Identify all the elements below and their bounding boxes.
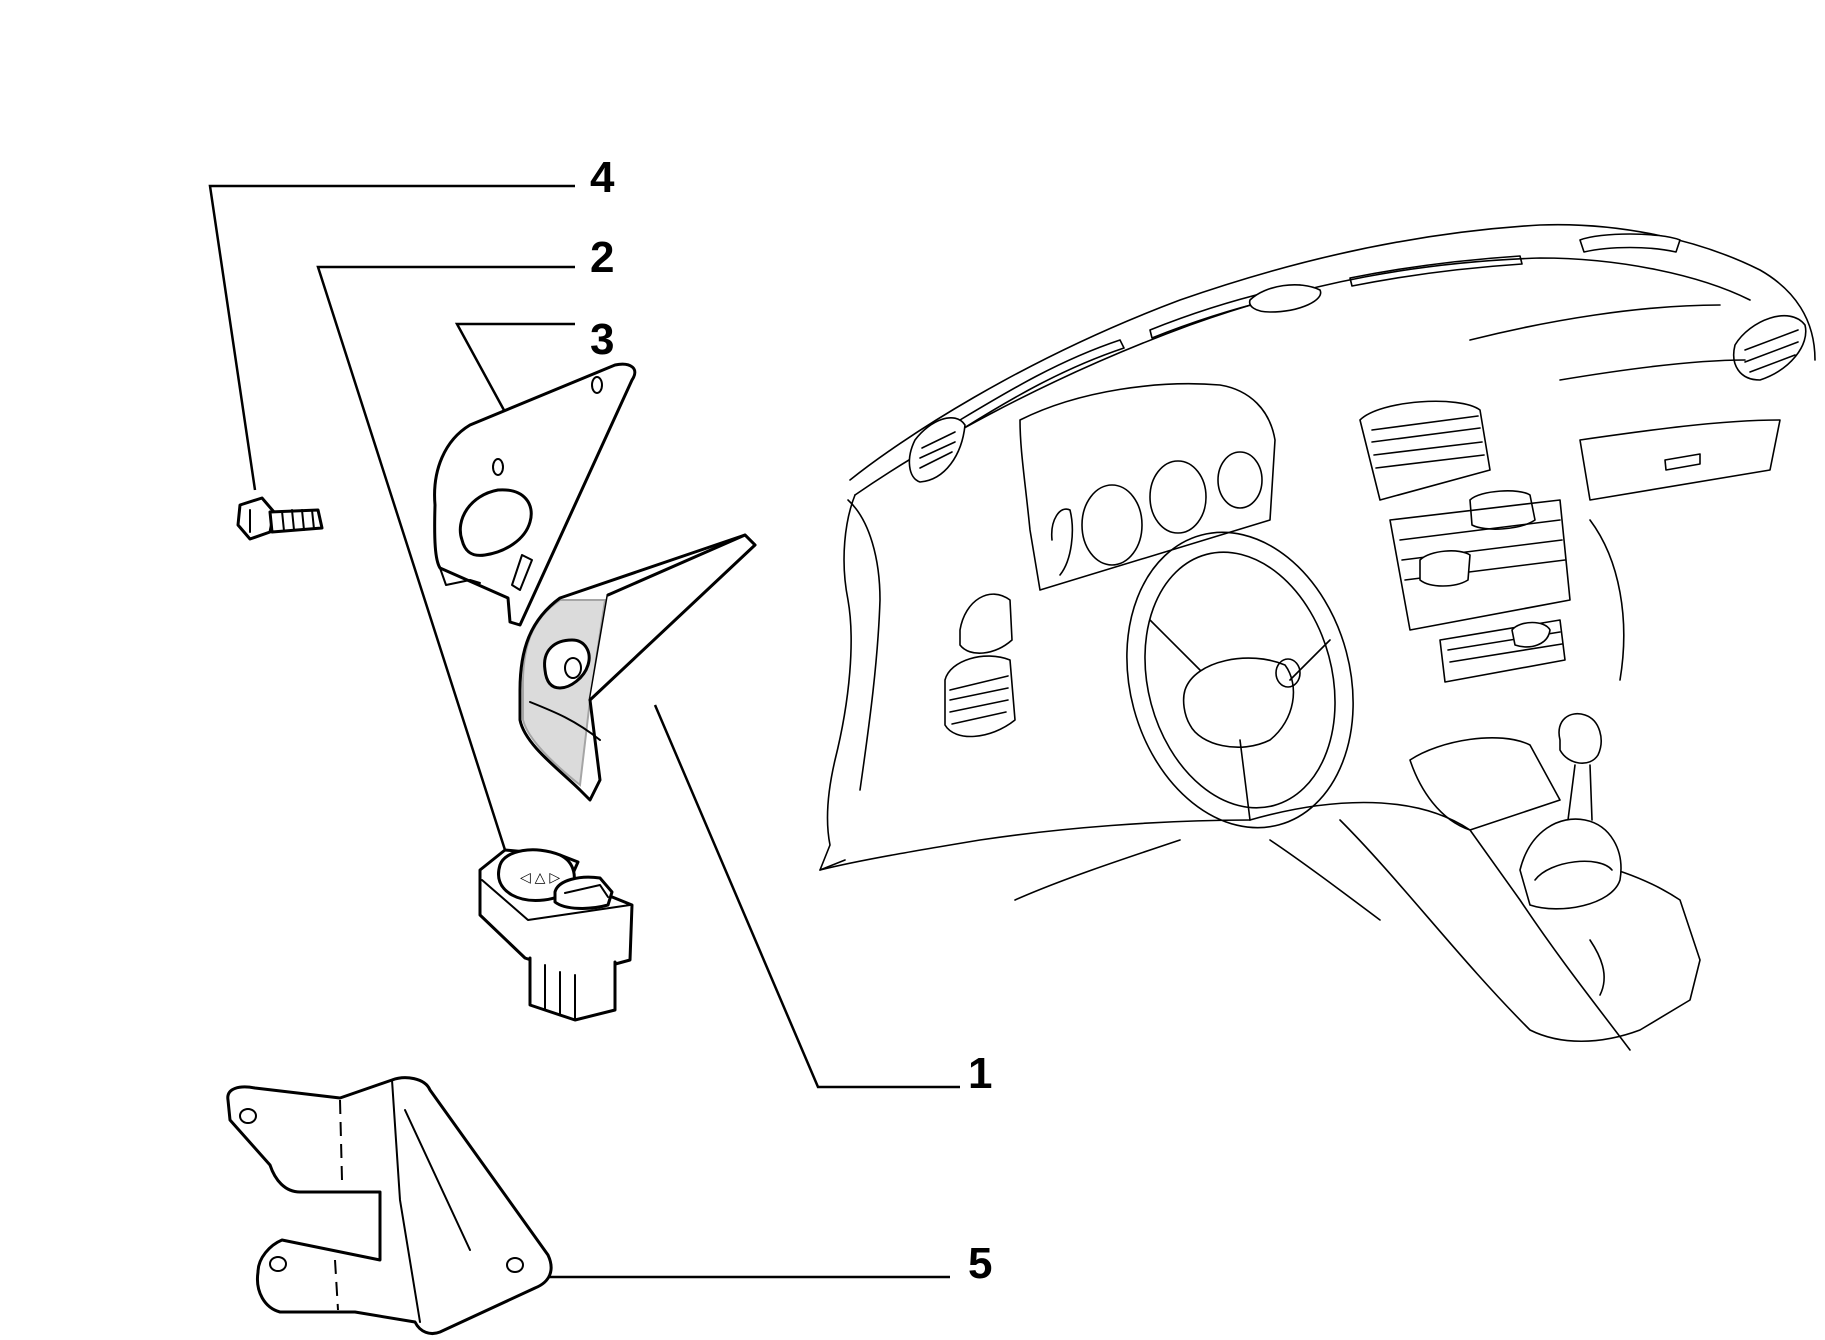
dashboard-illustration xyxy=(819,223,1816,1051)
callout-numbers: 4 2 3 1 5 xyxy=(590,153,992,1288)
part-3-bracket-plate xyxy=(433,362,637,627)
leader-line-4 xyxy=(208,184,575,491)
leader-line-1 xyxy=(653,704,960,1089)
part-2-switch: ◁ △ ▷ xyxy=(478,848,634,1022)
part-1-trim-panel xyxy=(518,533,757,802)
switch-arrows-glyph: ◁ △ ▷ xyxy=(520,869,560,885)
callout-number-2: 2 xyxy=(590,233,614,282)
callout-number-3: 3 xyxy=(590,315,614,364)
callout-number-1: 1 xyxy=(968,1049,992,1098)
leader-lines xyxy=(208,184,960,1279)
callout-number-5: 5 xyxy=(968,1239,992,1288)
leader-line-2 xyxy=(316,265,575,851)
part-5-mounting-bracket xyxy=(226,1076,553,1336)
leader-line-3 xyxy=(454,322,575,413)
callout-number-4: 4 xyxy=(590,153,615,202)
part-4-bolt xyxy=(236,496,324,541)
